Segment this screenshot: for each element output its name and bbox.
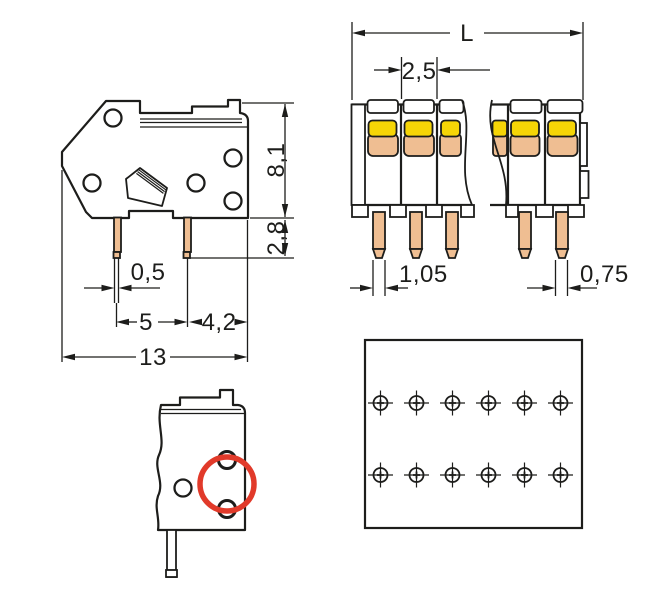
- drill-hole-marker-icon: [476, 390, 501, 416]
- dimension-pin-tip-width: 0,5: [84, 259, 166, 292]
- solder-pin: [371, 211, 387, 259]
- dimension-total-length: L: [351, 20, 584, 100]
- clamp-cap: [438, 99, 465, 114]
- foot: [505, 204, 519, 218]
- pushbutton: [547, 119, 577, 138]
- foot: [535, 204, 554, 218]
- drill-hole-marker-icon: [512, 390, 537, 416]
- pole-6: [546, 119, 579, 157]
- foot: [389, 204, 407, 218]
- dimension-pin-length: 2,8: [263, 220, 290, 256]
- dimension-end-pin-width: 0,75: [527, 260, 629, 296]
- pole-4-cut: [491, 119, 508, 157]
- drill-hole-marker-icon: [548, 390, 573, 416]
- dim-pin-length-label: 2,8: [263, 221, 290, 256]
- pcb-outline: [363, 338, 584, 530]
- mounting-hole: [223, 191, 243, 211]
- mounting-hole: [103, 108, 123, 128]
- dim-pole-pitch-label: 2,5: [402, 58, 437, 85]
- dim-end-pin-width-label: 0,75: [580, 261, 629, 288]
- dim-total-width-label: 13: [139, 344, 167, 371]
- dimension-pin-spacing: 5: [116, 309, 188, 336]
- mounting-hole: [173, 478, 193, 498]
- drill-hole-marker-icon: [368, 390, 393, 416]
- pushbutton: [367, 119, 398, 138]
- dimension-total-width: 13: [62, 344, 248, 371]
- dimension-pin-width: 1,05: [350, 260, 448, 296]
- mounting-hole: [82, 173, 102, 193]
- dim-pin-width-label: 1,05: [399, 261, 448, 288]
- clamp-cap: [366, 99, 399, 114]
- clamp-cap: [546, 99, 584, 114]
- solder-pin: [165, 529, 178, 578]
- side-view: 8,1 2,8 0,5 5 4,2: [60, 98, 294, 371]
- dimension-pole-pitch: 2,5: [374, 57, 490, 99]
- drill-hole-marker-icon: [476, 462, 501, 488]
- dim-pin-spacing-label: 5: [139, 309, 153, 336]
- solder-pin: [517, 211, 533, 259]
- drill-hole-marker-icon: [368, 462, 393, 488]
- dim-tip-width-label: 0,5: [131, 259, 166, 286]
- foot: [567, 204, 585, 218]
- break-line: [489, 99, 508, 206]
- dim-edge-offset-label: 4,2: [202, 309, 237, 336]
- dim-height-label: 8,1: [263, 143, 290, 178]
- foot: [351, 204, 369, 218]
- solder-pin: [112, 216, 122, 259]
- front-view: L 2,5: [350, 20, 629, 296]
- pushbutton: [510, 119, 540, 138]
- clamp-cap: [509, 99, 543, 114]
- clamp-cap: [402, 99, 435, 114]
- pole-5: [509, 119, 541, 157]
- mounting-hole: [223, 148, 243, 168]
- end-plate: [350, 103, 366, 206]
- solder-pin: [554, 211, 570, 259]
- drill-holes: [368, 390, 573, 488]
- pushbutton: [491, 119, 508, 138]
- dim-total-length-label: L: [460, 20, 474, 47]
- drill-hole-marker-icon: [404, 390, 429, 416]
- detail-view: [155, 388, 257, 578]
- actuation-wedge-icon: [125, 167, 168, 207]
- drilling-plan: [363, 338, 584, 530]
- mounting-hole: [186, 173, 206, 193]
- pole-3-cut: [439, 119, 462, 157]
- solder-pin: [182, 216, 192, 259]
- pushbutton: [403, 119, 434, 138]
- break-line: [461, 99, 473, 206]
- foot: [425, 204, 443, 218]
- highlight-circle: [197, 454, 257, 514]
- solder-pin: [444, 211, 460, 259]
- dimension-height: 8,1: [263, 104, 290, 217]
- dimension-edge-offset: 4,2: [189, 309, 248, 336]
- drill-hole-marker-icon: [512, 462, 537, 488]
- drill-hole-marker-icon: [548, 462, 573, 488]
- solder-pin: [408, 211, 424, 259]
- pole-1: [367, 119, 399, 157]
- pole-2: [403, 119, 435, 157]
- drill-hole-marker-icon: [440, 390, 465, 416]
- drill-hole-marker-icon: [440, 462, 465, 488]
- drill-hole-marker-icon: [404, 462, 429, 488]
- pushbutton: [440, 119, 461, 138]
- side-latch-tab: [579, 122, 588, 167]
- side-latch-tab: [579, 170, 590, 199]
- foot: [460, 204, 475, 218]
